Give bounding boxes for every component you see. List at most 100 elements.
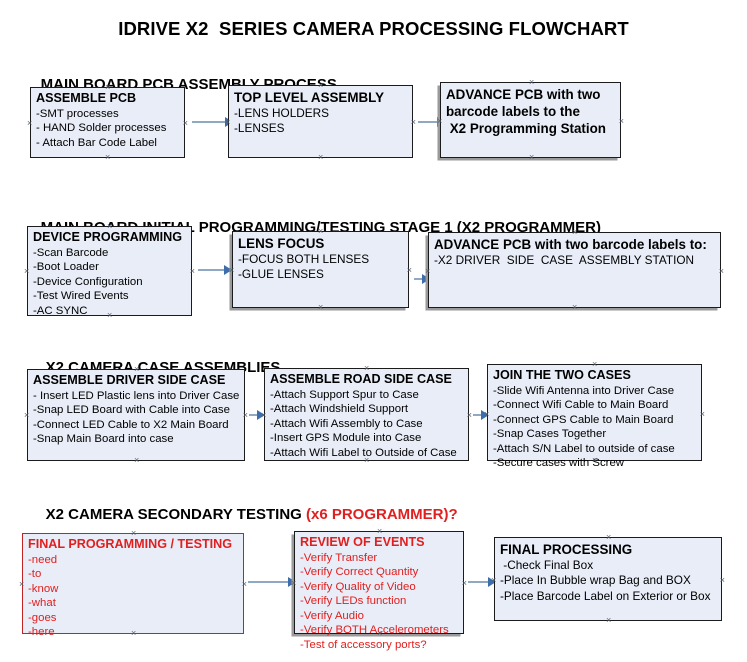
flow-box-advance-pcb-case-station[interactable]: ADVANCE PCB with two barcode labels to: …: [425, 228, 724, 312]
connection-handle-right[interactable]: ×: [618, 116, 624, 126]
arrowhead-icon: [257, 410, 265, 420]
arrowhead-icon: [224, 265, 232, 275]
flow-box-top-level-assembly[interactable]: TOP LEVEL ASSEMBLY -LENS HOLDERS -LENSES…: [225, 81, 416, 162]
box-line: -Verify Transfer: [300, 551, 378, 564]
box-line: X2 Programming Station: [446, 121, 606, 136]
box-line: -Test Wired Events: [33, 290, 129, 303]
connection-handle-left[interactable]: ×: [225, 117, 231, 127]
flow-box-device-programming[interactable]: DEVICE PROGRAMMING -Scan Barcode -Boot L…: [24, 222, 195, 320]
flow-box-lens-focus[interactable]: LENS FOCUS -FOCUS BOTH LENSES -GLUE LENS…: [229, 227, 412, 312]
box-line: - Insert LED Plastic lens into Driver Ca…: [33, 389, 240, 402]
flow-box-assemble-pcb[interactable]: ASSEMBLE PCB -SMT processes - HAND Solde…: [27, 83, 188, 162]
connection-handle-bottom[interactable]: ×: [606, 615, 612, 625]
box-line: -Verify Correct Quantity: [300, 566, 419, 579]
flow-box-final-programming-testing[interactable]: FINAL PROGRAMMING / TESTING -need -to -k…: [19, 529, 247, 639]
box-line: -Place Barcode Label on Exterior or Box: [500, 588, 711, 603]
connection-handle-top[interactable]: ×: [318, 80, 324, 90]
connection-handle-right[interactable]: ×: [182, 118, 188, 128]
flow-box-assemble-driver-side-case[interactable]: ASSEMBLE DRIVER SIDE CASE - Insert LED P…: [24, 365, 248, 465]
arrowhead-icon: [422, 274, 430, 284]
connection-handle-top[interactable]: ×: [592, 359, 598, 369]
connection-handle-left[interactable]: ×: [437, 116, 443, 126]
box-line: -Slide Wifi Antenna into Driver Case: [493, 384, 675, 397]
section-header-4: X2 CAMERA SECONDARY TESTING (x6 PROGRAMM…: [29, 489, 458, 540]
box-title: DEVICE PROGRAMMING: [33, 230, 183, 244]
box-line: -Boot Loader: [33, 261, 99, 274]
connection-handle-top[interactable]: ×: [105, 82, 111, 92]
connection-handle-bottom[interactable]: ×: [131, 628, 137, 638]
connection-handle-top[interactable]: ×: [134, 364, 140, 374]
box-line: -Snap LED Board with Cable into Case: [33, 404, 230, 417]
connection-handle-right[interactable]: ×: [189, 266, 195, 276]
connection-handle-right[interactable]: ×: [699, 409, 705, 419]
arrowhead-icon: [488, 577, 496, 587]
connection-handle-bottom[interactable]: ×: [529, 152, 535, 162]
connection-handle-top[interactable]: ×: [529, 77, 535, 87]
connection-handle-bottom[interactable]: ×: [318, 302, 324, 312]
box-line: -LENS HOLDERS: [234, 106, 330, 120]
arrowhead-icon: [481, 410, 489, 420]
connection-handle-left[interactable]: ×: [425, 266, 431, 276]
flow-box-advance-pcb-programming[interactable]: ADVANCE PCB with two barcode labels to t…: [437, 78, 624, 162]
connection-handle-left[interactable]: ×: [229, 265, 235, 275]
connector-arrow-4-1: [248, 581, 296, 583]
box-line: -SMT processes: [36, 107, 119, 120]
connector-arrow-4-2: [468, 581, 498, 583]
box-line: -Verify Quality of Video: [300, 580, 416, 593]
box-title: TOP LEVEL ASSEMBLY: [234, 90, 385, 105]
connection-handle-bottom[interactable]: ×: [377, 628, 383, 638]
connection-handle-top[interactable]: ×: [131, 528, 137, 538]
box-line: -Secure cases with Screw: [493, 457, 625, 470]
connection-handle-right[interactable]: ×: [461, 578, 467, 588]
connection-handle-right[interactable]: ×: [406, 265, 412, 275]
connection-handle-left[interactable]: ×: [291, 578, 297, 588]
flow-box-assemble-road-side-case[interactable]: ASSEMBLE ROAD SIDE CASE -Attach Support …: [261, 364, 472, 465]
box-line: -Insert GPS Module into Case: [270, 432, 422, 445]
connection-handle-left[interactable]: ×: [24, 266, 30, 276]
connection-handle-bottom[interactable]: ×: [105, 152, 111, 162]
flow-box-join-the-two-cases[interactable]: JOIN THE TWO CASES -Slide Wifi Antenna i…: [484, 360, 705, 470]
connection-handle-top[interactable]: ×: [377, 526, 383, 536]
connection-handle-left[interactable]: ×: [27, 118, 33, 128]
connection-handle-left[interactable]: ×: [484, 409, 490, 419]
connection-handle-right[interactable]: ×: [719, 575, 725, 585]
connection-handle-left[interactable]: ×: [491, 575, 497, 585]
connection-handle-right[interactable]: ×: [410, 117, 416, 127]
box-line: -what: [28, 597, 56, 610]
box-line: -Attach Wifi Label to Outside of Case: [270, 446, 457, 459]
connection-handle-bottom[interactable]: ×: [107, 310, 113, 320]
box-line: -Verify BOTH Accelerometers: [300, 624, 449, 637]
connection-handle-right[interactable]: ×: [718, 266, 724, 276]
connection-handle-bottom[interactable]: ×: [364, 455, 370, 465]
box-line: -Device Configuration: [33, 275, 143, 288]
connection-handle-bottom[interactable]: ×: [318, 152, 324, 162]
connection-handle-left[interactable]: ×: [24, 410, 30, 420]
connection-handle-bottom[interactable]: ×: [572, 302, 578, 312]
connection-handle-top[interactable]: ×: [572, 227, 578, 237]
connection-handle-left[interactable]: ×: [261, 410, 267, 420]
connection-handle-right[interactable]: ×: [242, 410, 248, 420]
connection-handle-right[interactable]: ×: [241, 579, 247, 589]
box-line: -Attach Wifi Assembly to Case: [270, 417, 423, 430]
box-title: ADVANCE PCB with two barcode labels to:: [434, 237, 707, 252]
connection-handle-bottom[interactable]: ×: [592, 455, 598, 465]
connection-handle-top[interactable]: ×: [107, 221, 113, 231]
connection-handle-left[interactable]: ×: [19, 579, 25, 589]
connection-handle-top[interactable]: ×: [606, 532, 612, 542]
box-line: -Attach S/N Label to outside of case: [493, 442, 675, 455]
box-line: - HAND Solder processes: [36, 122, 167, 135]
box-line: -X2 DRIVER SIDE CASE ASSEMBLY STATION: [434, 253, 695, 267]
connection-handle-right[interactable]: ×: [466, 410, 472, 420]
box-line: -goes: [28, 611, 57, 624]
connection-handle-bottom[interactable]: ×: [134, 455, 140, 465]
flow-box-final-processing[interactable]: FINAL PROCESSING -Check Final Box -Place…: [491, 533, 725, 625]
flow-box-review-of-events[interactable]: REVIEW OF EVENTS -Verify Transfer -Verif…: [291, 527, 467, 652]
box-line: -to: [28, 568, 42, 581]
box-title: ASSEMBLE PCB: [36, 91, 137, 105]
box-title: ASSEMBLE DRIVER SIDE CASE: [33, 373, 226, 387]
connection-handle-top[interactable]: ×: [318, 226, 324, 236]
connection-handle-top[interactable]: ×: [364, 363, 370, 373]
box-line: -Place In Bubble wrap Bag and BOX: [500, 573, 691, 588]
box-line: barcode labels to the: [446, 104, 580, 119]
